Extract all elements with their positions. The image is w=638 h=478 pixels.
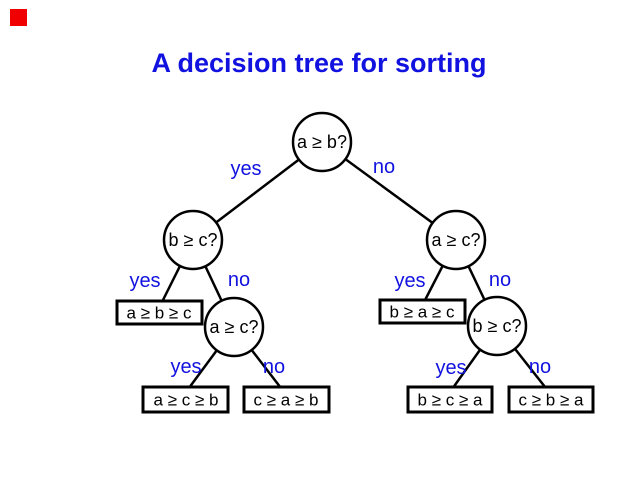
decision-node-label-right: a ≥ c? (431, 230, 481, 250)
leaf-node-label-acb: a ≥ c ≥ b (153, 390, 219, 410)
edge-label-yes-right-inner: yes (435, 357, 467, 379)
leaf-node-label-cab: c ≥ a ≥ b (253, 390, 319, 410)
edge-label-yes-root: yes (230, 158, 262, 180)
decision-node-circle-right-inner (466, 295, 528, 357)
leaf-node-box-acb (141, 385, 230, 414)
red-square-marker (10, 9, 27, 26)
decision-nodes (162, 111, 528, 358)
decision-node-label-left: b ≥ c? (168, 230, 218, 250)
edge-label-no-left: no (227, 269, 251, 291)
decision-node-label-left-inner: a ≥ c? (209, 317, 259, 337)
decision-node-circle-left-inner (203, 296, 265, 358)
edge-label-no-root: no (372, 156, 396, 178)
decision-node-circle-root (291, 111, 353, 173)
leaf-node-label-bca: b ≥ c ≥ a (417, 390, 483, 410)
edge-label-yes-left: yes (129, 270, 161, 292)
leaf-nodes (115, 298, 595, 414)
edge-label-no-left-inner: no (262, 356, 286, 378)
edge-label-no-right-inner: no (528, 356, 552, 378)
leaf-node-label-abc: a ≥ b ≥ c (126, 303, 192, 323)
edge-label-yes-left-inner: yes (170, 356, 202, 378)
leaf-node-label-cba: c ≥ b ≥ a (518, 390, 584, 410)
leaf-node-box-cba (507, 385, 595, 414)
leaf-node-box-cab (242, 385, 331, 414)
decision-node-circle-right (425, 209, 487, 271)
decision-node-label-root: a ≥ b? (297, 132, 347, 152)
leaf-node-box-bca (406, 385, 494, 414)
decision-node-label-right-inner: b ≥ c? (472, 316, 522, 336)
leaf-node-box-bac (378, 298, 467, 325)
edge-label-yes-right: yes (394, 270, 426, 292)
leaf-node-label-bac: b ≥ a ≥ c (389, 302, 455, 322)
leaf-node-box-abc (115, 299, 204, 326)
edge-label-no-right: no (488, 269, 512, 291)
decision-node-circle-left (162, 209, 224, 271)
slide-title: A decision tree for sorting (151, 48, 487, 78)
